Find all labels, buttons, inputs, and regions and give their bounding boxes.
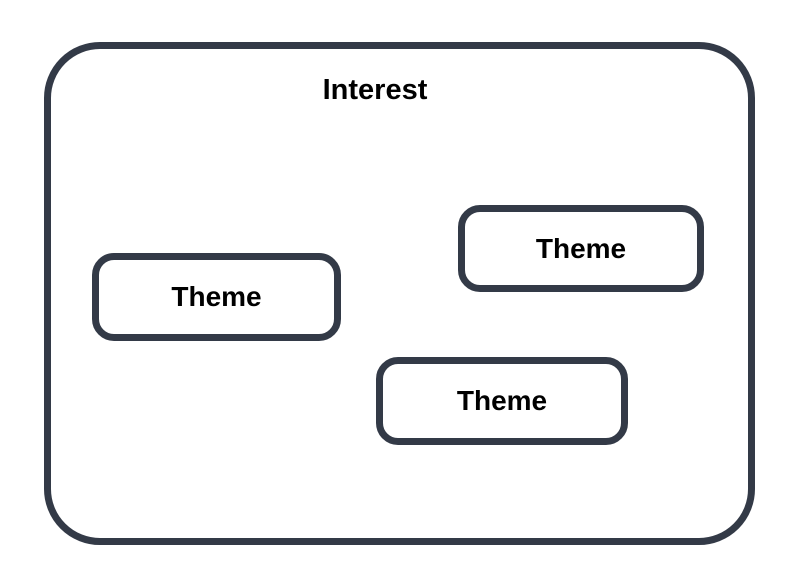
theme-node-3: Theme	[376, 357, 628, 445]
theme-node-1-label: Theme	[171, 281, 262, 312]
theme-node-3-label: Theme	[456, 385, 548, 416]
interest-group-label: Interest	[322, 74, 428, 106]
theme-node-1: Theme	[92, 253, 341, 341]
theme-node-2-label: Theme	[535, 232, 627, 264]
theme-node-2: Theme	[458, 205, 704, 292]
